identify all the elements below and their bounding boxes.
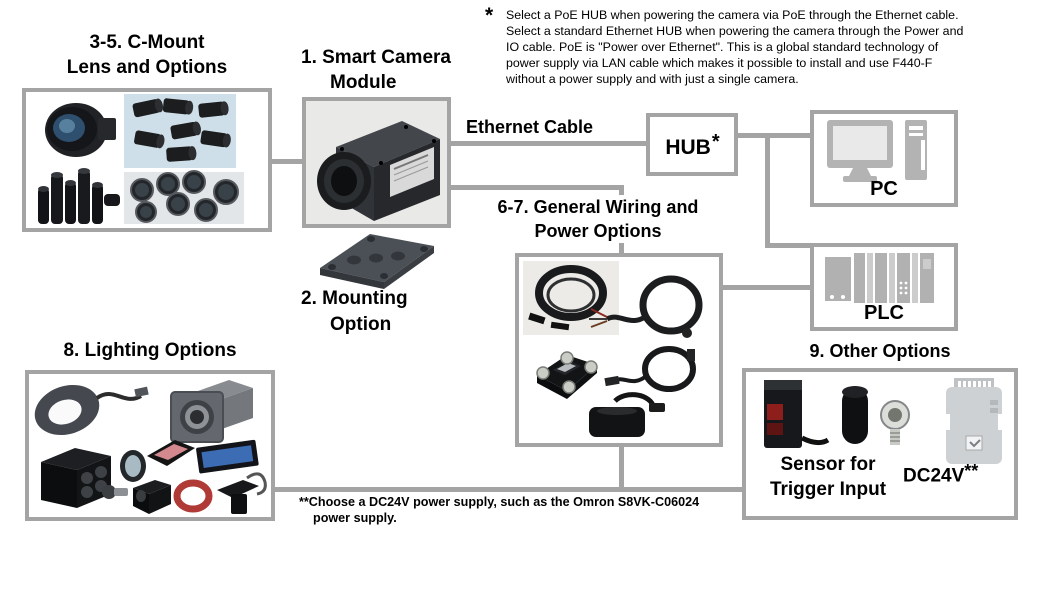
mounting-plate-image [320,234,434,289]
red-ring-image [173,479,213,513]
connector-hub-to-pc [736,133,814,138]
extension-tubes-image [38,168,120,224]
single-lens-image [45,103,116,157]
wiring-products-image [523,261,703,437]
proximity-sensor-image [880,400,910,445]
black-cube-image [133,480,171,514]
connector-lens-to-camera [268,159,306,164]
lens-section-title: 3-5. C-Mount Lens and Options [66,32,228,78]
smart-camera-box [302,97,451,228]
power-io-cable-image [589,275,703,338]
pink-filter-image [147,440,195,466]
mini-camera-image [217,472,267,514]
pc-icon [827,120,927,182]
plc-icon [825,253,934,303]
connector-wiring-down [619,444,624,492]
pc-tower-icon [905,120,927,180]
ethernet-cable-label: Ethernet Cable [466,117,594,137]
lighting-products-image [34,380,267,514]
coaxial-light-image [170,380,253,443]
hub-asterisk: * [711,131,720,153]
camera-section-title: 1. Smart Camera Module [301,47,451,93]
pc-label: PC [870,178,898,200]
io-cable-coil-image [604,346,696,392]
camera-product-image [306,101,447,224]
cylindrical-sensor-image [842,386,868,444]
filter-set-image [124,170,244,224]
box-light-image [41,448,111,508]
lighting-options-box [25,370,275,521]
mounting-section-title: 2. Mounting Option [301,288,408,335]
connector-camera-to-hub [448,141,648,146]
other-section-title: 9. Other Options [809,341,951,361]
hub-label: HUB* [665,131,720,159]
lighting-section-title: 8. Lighting Options [63,340,237,361]
junction-block-image [536,351,598,399]
blue-bar-light-image [196,439,259,474]
connector-bottom-horizontal [271,487,746,492]
lens-ring-image [120,450,146,482]
sensor-trigger-label: Sensor for Trigger Input [769,454,887,500]
lens-set-image [124,94,236,168]
wiring-power-box [515,253,723,447]
power-adapter-image [589,392,665,437]
plc-node: PLC [810,243,958,331]
connector-wiring-to-plc [720,285,814,290]
psu-note-text: **Choose a DC24V power supply, such as t… [299,495,700,525]
dc24v-label: DC24V** [903,461,979,487]
pc-monitor-icon [827,120,893,182]
dc24v-power-supply-image [944,378,1004,464]
lens-options-box [22,88,272,232]
wiring-section-title: 6-7. General Wiring and Power Options [452,195,744,243]
connector-hub-to-plc [765,243,814,248]
other-options-box [742,368,1018,520]
ring-light-image [34,385,149,435]
ethernet-cable-coil-image [523,261,619,335]
poe-note-text: Select a PoE HUB when powering the camer… [506,8,964,86]
photoelectric-sensor-image [764,380,830,448]
other-products-image [764,378,1004,464]
screw-adapter-image [102,485,128,499]
lens-products-image [38,94,244,224]
dc24v-double-asterisk: ** [964,461,979,481]
connector-hub-vertical [765,133,770,248]
pc-node: PC [810,110,958,207]
connector-camera-to-wiring-horizontal [448,185,624,190]
plc-label: PLC [864,302,904,324]
poe-note-asterisk: * [485,4,494,27]
hub-node: HUB* [646,113,738,176]
